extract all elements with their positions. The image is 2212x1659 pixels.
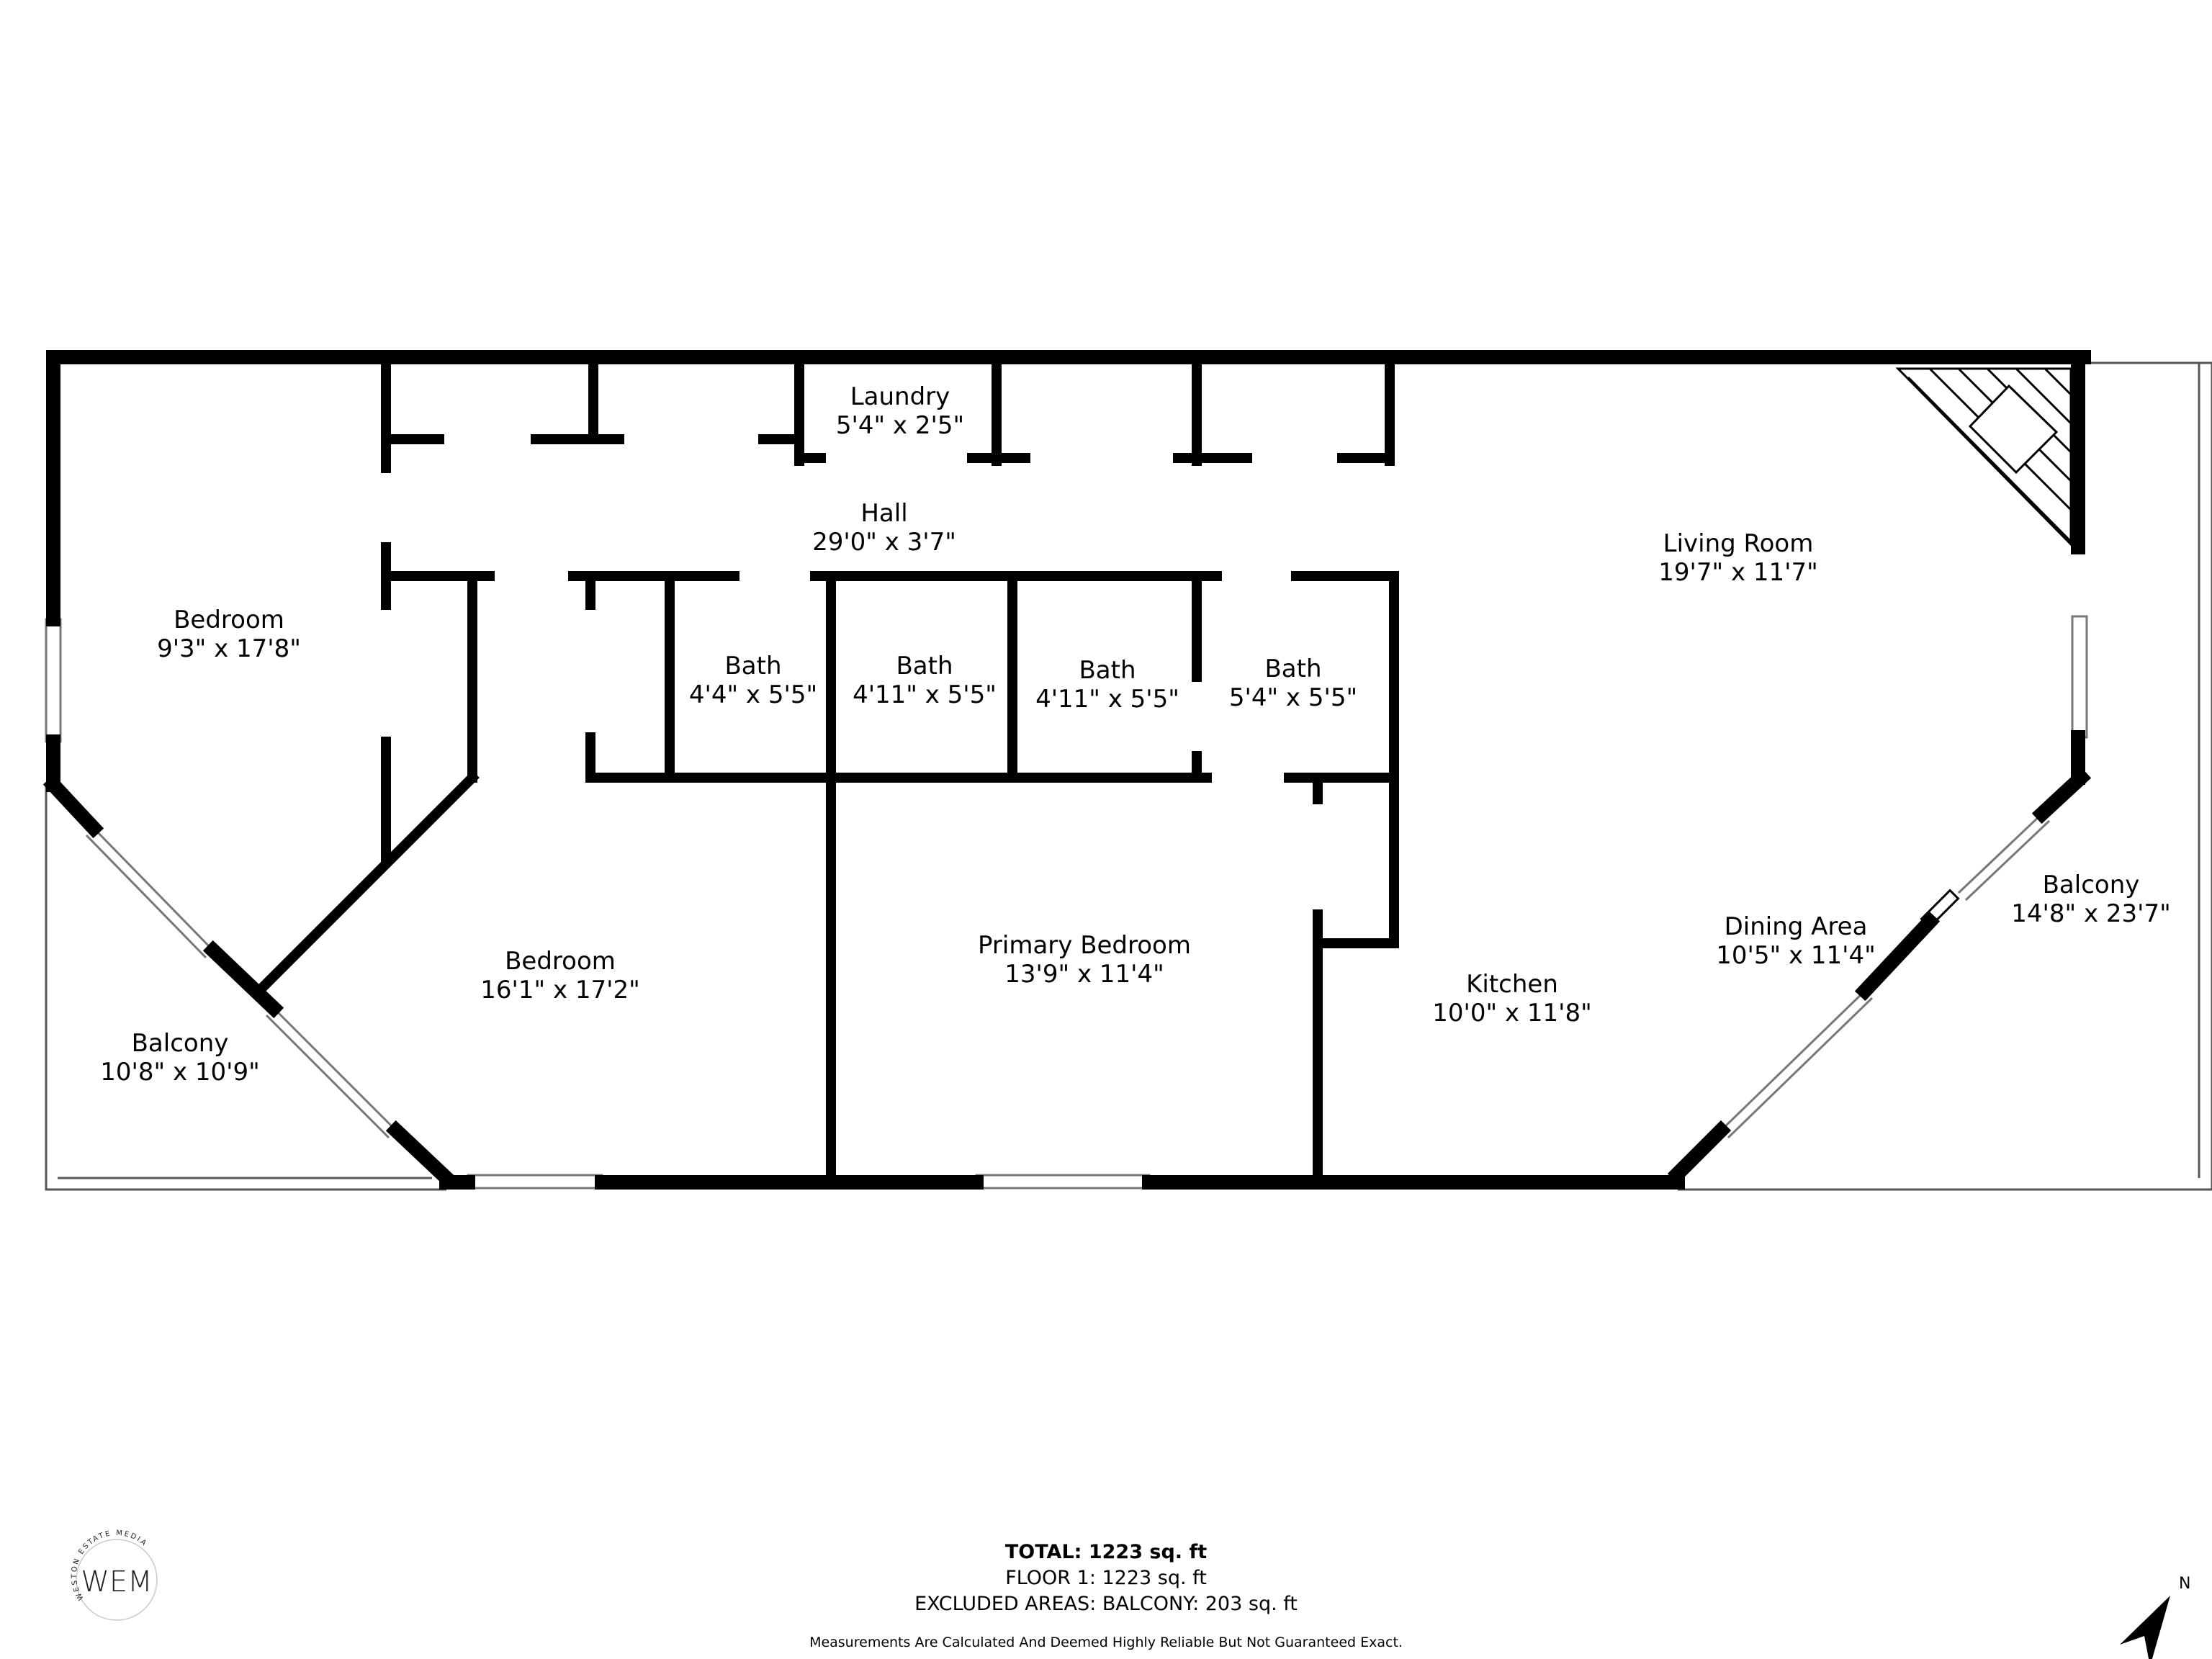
room-name: Bath [724,652,781,680]
balcony-outlines [45,361,2212,1191]
room-name: Balcony [132,1029,229,1058]
total-label: TOTAL: [1004,1541,1082,1563]
room-dims: 4'4" x 5'5" [689,680,817,709]
room-name: Bath [1079,656,1136,685]
walls [42,350,2092,1190]
room-dims: 5'4" x 2'5" [836,411,964,440]
compass-label: N [2179,1575,2190,1593]
room-name: Dining Area [1725,912,1868,941]
north-arrow-icon: N [2120,1575,2190,1659]
room-dims: 4'11" x 5'5" [1035,685,1179,714]
room-dims: 16'1" x 17'2" [480,976,640,1004]
room-dims: 13'9" x 11'4" [1004,960,1164,989]
room-name: Living Room [1663,529,1814,558]
room-name: Primary Bedroom [978,931,1191,960]
disclaimer: Measurements Are Calculated And Deemed H… [809,1635,1403,1650]
room-name: Bath [1264,655,1321,683]
room-dims: 10'8" x 10'9" [100,1058,260,1087]
room-name: Balcony [2043,871,2140,899]
room-dims: 19'7" x 11'7" [1658,558,1818,587]
total-area: TOTAL: 1223 sq. ft [0,1541,2212,1563]
room-dims: 5'4" x 5'5" [1229,683,1357,712]
stairs [1895,367,2072,929]
room-name: Kitchen [1466,970,1558,999]
room-dims: 14'8" x 23'7" [2011,899,2171,928]
room-dims: 10'5" x 11'4" [1716,941,1876,970]
excluded-area: EXCLUDED AREAS: BALCONY: 203 sq. ft [914,1593,1298,1615]
room-dims: 9'3" x 17'8" [157,634,301,663]
logo-mark: WEM [81,1565,152,1599]
room-name: Bath [896,652,953,680]
room-name: Bedroom [174,606,284,634]
room-name: Bedroom [505,947,616,976]
room-dims: 4'11" x 5'5" [853,680,997,709]
total-value: 1223 sq. ft [1088,1541,1208,1563]
room-dims: 29'0" x 3'7" [812,528,956,557]
room-dims: 10'0" x 11'8" [1432,999,1592,1028]
room-name: Laundry [850,382,950,411]
room-name: Hall [860,499,907,528]
floor-area: FLOOR 1: 1223 sq. ft [1005,1567,1207,1589]
